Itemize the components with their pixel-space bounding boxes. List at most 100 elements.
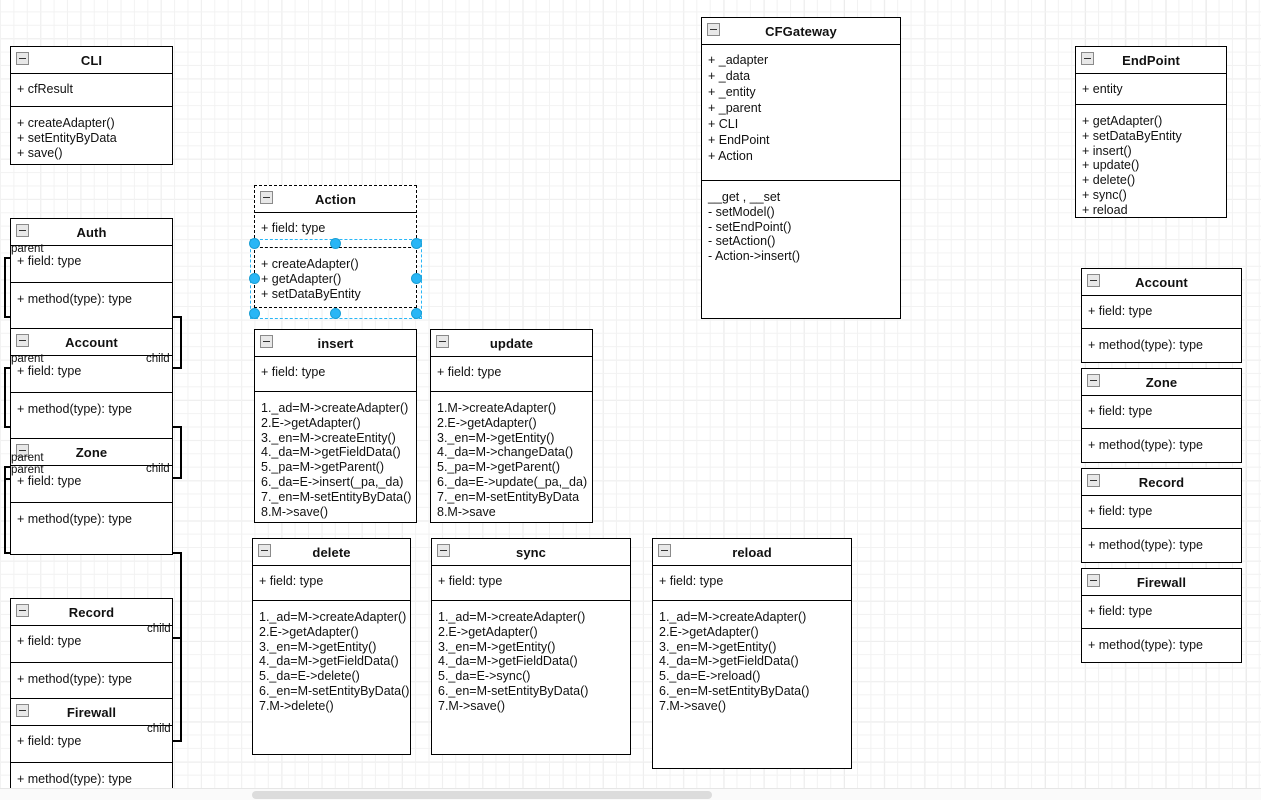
uml-methods-compartment-endpoint[interactable]: + getAdapter()+ setDataByEntity+ insert(… [1076, 105, 1226, 217]
collapse-minus-icon[interactable] [1087, 274, 1100, 287]
uml-class-auth[interactable]: Auth+ field: type+ method(type): type [10, 218, 173, 335]
uml-fields-compartment-zone-right[interactable]: + field: type [1082, 396, 1241, 429]
collapse-minus-icon[interactable] [1087, 374, 1100, 387]
selection-handle-nw[interactable] [249, 238, 260, 249]
uml-fields-compartment-account-left[interactable]: + field: type [11, 356, 172, 393]
collapse-minus-icon[interactable] [258, 544, 271, 557]
uml-methods-compartment-cli[interactable]: + createAdapter()+ setEntityByData+ save… [11, 107, 172, 164]
selection-handle-n[interactable] [330, 238, 341, 249]
uml-class-name: Zone [75, 444, 108, 460]
uml-fields-compartment-record-right[interactable]: + field: type [1082, 496, 1241, 529]
uml-class-header-sync: sync [432, 539, 630, 566]
uml-class-firewall-left[interactable]: Firewall+ field: type+ method(type): typ… [10, 698, 173, 788]
uml-methods-compartment-delete[interactable]: 1._ad=M->createAdapter()2.E->getAdapter(… [253, 601, 410, 754]
uml-field-row: + _entity [708, 85, 756, 99]
uml-methods-compartment-insert[interactable]: 1._ad=M->createAdapter()2.E->getAdapter(… [255, 392, 416, 522]
uml-fields-compartment-firewall-right[interactable]: + field: type [1082, 596, 1241, 629]
uml-fields-compartment-auth[interactable]: + field: type [11, 246, 172, 283]
uml-fields-compartment-firewall-left[interactable]: + field: type [11, 726, 172, 763]
uml-methods-compartment-action[interactable]: + createAdapter()+ getAdapter()+ setData… [255, 248, 416, 307]
uml-fields-compartment-cfgateway[interactable]: + _adapter+ _data+ _entity+ _parent+ CLI… [702, 45, 900, 181]
uml-methods-compartment-zone-right[interactable]: + method(type): type [1082, 429, 1241, 462]
collapse-minus-icon[interactable] [16, 52, 29, 65]
uml-class-cli[interactable]: CLI+ cfResult+ createAdapter()+ setEntit… [10, 46, 173, 165]
uml-fields-compartment-update[interactable]: + field: type [431, 357, 592, 392]
collapse-minus-icon[interactable] [658, 544, 671, 557]
collapse-minus-icon[interactable] [1087, 474, 1100, 487]
uml-methods-compartment-firewall-left[interactable]: + method(type): type [11, 763, 172, 788]
uml-fields-compartment-insert[interactable]: + field: type [255, 357, 416, 392]
uml-class-firewall-right[interactable]: Firewall+ field: type+ method(type): typ… [1081, 568, 1242, 663]
uml-method-row: + save() [17, 145, 63, 160]
uml-fields-compartment-reload[interactable]: + field: type [653, 566, 851, 601]
uml-fields-compartment-cli[interactable]: + cfResult [11, 74, 172, 107]
selection-handle-sw[interactable] [249, 308, 260, 319]
collapse-minus-icon[interactable] [16, 334, 29, 347]
horizontal-scrollbar[interactable] [0, 788, 1261, 800]
uml-methods-compartment-reload[interactable]: 1._ad=M->createAdapter()2.E->getAdapter(… [653, 601, 851, 768]
collapse-minus-icon[interactable] [260, 191, 273, 204]
selection-handle-s[interactable] [330, 308, 341, 319]
uml-class-record-right[interactable]: Record + field: type+ method(type): type [1081, 468, 1242, 563]
collapse-minus-icon[interactable] [16, 704, 29, 717]
collapse-minus-icon[interactable] [1081, 52, 1094, 65]
uml-methods-compartment-account-right[interactable]: + method(type): type [1082, 329, 1241, 362]
uml-class-account-left[interactable]: Account+ field: type+ method(type): type [10, 328, 173, 445]
uml-class-zone-left[interactable]: Zone + field: type+ method(type): type [10, 438, 173, 555]
connector-zone-parent1-horizontal [4, 466, 14, 468]
collapse-minus-icon[interactable] [1087, 574, 1100, 587]
uml-methods-compartment-update[interactable]: 1.M->createAdapter()2.E->getAdapter()3._… [431, 392, 592, 522]
uml-class-header-zone-left: Zone [11, 439, 172, 466]
collapse-minus-icon[interactable] [436, 335, 449, 348]
collapse-minus-icon[interactable] [16, 224, 29, 237]
uml-method-row: 4._da=M->getFieldData() [259, 654, 399, 669]
uml-methods-compartment-sync[interactable]: 1._ad=M->createAdapter()2.E->getAdapter(… [432, 601, 630, 754]
uml-method-row: + createAdapter() [261, 257, 359, 271]
uml-field-row: + _parent [708, 101, 762, 115]
uml-method-row: 8.M->save [437, 504, 496, 519]
uml-fields-compartment-endpoint[interactable]: + entity [1076, 74, 1226, 105]
uml-fields-compartment-delete[interactable]: + field: type [253, 566, 410, 601]
uml-class-account-right[interactable]: Account+ field: type+ method(type): type [1081, 268, 1242, 363]
collapse-minus-icon[interactable] [707, 23, 720, 36]
uml-class-cfgateway[interactable]: CFGateway+ _adapter+ _data+ _entity+ _pa… [701, 17, 901, 319]
collapse-minus-icon[interactable] [16, 604, 29, 617]
collapse-minus-icon[interactable] [16, 444, 29, 457]
selection-handle-w[interactable] [249, 273, 260, 284]
uml-fields-compartment-account-right[interactable]: + field: type [1082, 296, 1241, 329]
selection-handle-e[interactable] [411, 273, 422, 284]
horizontal-scrollbar-thumb[interactable] [252, 791, 712, 799]
uml-methods-compartment-account-left[interactable]: + method(type): type [11, 393, 172, 444]
connector-account-parent-horizontal [4, 367, 14, 369]
uml-class-record-left[interactable]: Record+ field: type+ method(type): type [10, 598, 173, 715]
uml-method-row: + method(type): type [1088, 338, 1203, 352]
uml-method-row: - setEndPoint() [708, 219, 792, 234]
uml-methods-compartment-firewall-right[interactable]: + method(type): type [1082, 629, 1241, 662]
uml-fields-compartment-sync[interactable]: + field: type [432, 566, 630, 601]
selection-handle-se[interactable] [411, 308, 422, 319]
uml-fields-compartment-record-left[interactable]: + field: type [11, 626, 172, 663]
uml-methods-compartment-record-left[interactable]: + method(type): type [11, 663, 172, 714]
uml-methods-compartment-auth[interactable]: + method(type): type [11, 283, 172, 334]
uml-methods-compartment-zone-left[interactable]: + method(type): type [11, 503, 172, 554]
uml-method-row: 7.M->save() [438, 698, 506, 713]
uml-method-row: 3._en=M->getEntity() [437, 430, 555, 445]
selection-handle-ne[interactable] [411, 238, 422, 249]
collapse-minus-icon[interactable] [437, 544, 450, 557]
uml-methods-compartment-record-right[interactable]: + method(type): type [1082, 529, 1241, 562]
collapse-minus-icon[interactable] [260, 335, 273, 348]
connector-records-riser [180, 552, 182, 742]
uml-method-row: + method(type): type [1088, 438, 1203, 452]
uml-class-name: Record [1138, 474, 1185, 490]
uml-class-endpoint[interactable]: EndPoint+ entity+ getAdapter()+ setDataB… [1075, 46, 1227, 218]
uml-class-action[interactable]: Action+ field: type+ createAdapter()+ ge… [254, 185, 417, 308]
uml-class-zone-right[interactable]: Zone+ field: type+ method(type): type [1081, 368, 1242, 463]
uml-fields-compartment-zone-left[interactable]: + field: type [11, 466, 172, 503]
uml-methods-compartment-cfgateway[interactable]: __get , __set- setModel()- setEndPoint()… [702, 181, 900, 318]
